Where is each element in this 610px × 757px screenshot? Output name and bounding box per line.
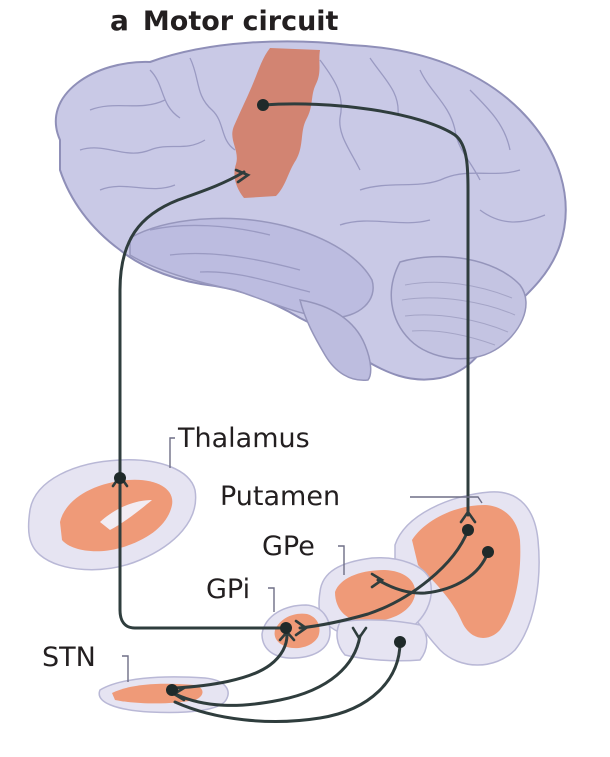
- gpe-label: GPe: [262, 531, 315, 562]
- terminal-cortex: [234, 168, 251, 184]
- cerebellum: [390, 255, 527, 360]
- gpi-label: GPi: [206, 574, 250, 605]
- terminal-gpe: [370, 572, 385, 589]
- cell-putamen-2: [482, 546, 494, 558]
- gpi: [261, 604, 331, 659]
- thalamus-leader: [169, 437, 175, 468]
- putamen-leader: [410, 496, 483, 504]
- stn-to-gpi-path: [173, 633, 289, 690]
- terminal-gpi: [294, 619, 309, 637]
- stn-leader: [122, 655, 129, 682]
- gpe-to-stn-path: [173, 634, 362, 707]
- cell-cortex: [257, 99, 269, 111]
- stn: [98, 676, 229, 714]
- panel-title: Motor circuit: [142, 6, 339, 37]
- stn-label: STN: [42, 642, 96, 673]
- cell-thalamus: [114, 472, 126, 484]
- putamen-label: Putamen: [220, 481, 340, 512]
- thalamus-to-cortex-path: [118, 170, 246, 480]
- lower-nucleus: [336, 619, 428, 662]
- cell-gpi: [280, 622, 292, 634]
- brain-sulci: [79, 57, 546, 293]
- putamen-to-gpi-path: [298, 528, 470, 630]
- gpe-leader: [338, 545, 345, 575]
- thalamus-label: Thalamus: [177, 423, 310, 454]
- temporal-lobe: [129, 217, 374, 319]
- cell-lower-nucleus: [394, 636, 406, 648]
- motor-cortex: [232, 48, 320, 198]
- gpi-to-thalamus-path: [118, 480, 288, 630]
- gpi-leader: [268, 587, 275, 612]
- brainstem: [298, 299, 372, 381]
- labels: Thalamus Putamen GPe GPi STN: [42, 423, 483, 682]
- terminal-putamen: [459, 509, 477, 524]
- brain: [54, 40, 567, 381]
- panel-letter: a: [110, 4, 129, 37]
- thalamus: [27, 459, 197, 571]
- cell-putamen-1: [462, 524, 474, 536]
- terminal-lower-nucleus: [351, 626, 368, 641]
- putamen-motor-region: [412, 505, 521, 638]
- putamen-to-gpe-path: [376, 550, 490, 595]
- figure-title: a Motor circuit: [110, 4, 338, 37]
- cortex-to-putamen-path: [261, 102, 470, 517]
- pathways: [118, 102, 490, 723]
- cell-stn: [166, 684, 178, 696]
- snr-to-stn-path: [173, 640, 402, 723]
- cell-bodies: [114, 99, 494, 696]
- gpe-motor-region: [335, 570, 416, 623]
